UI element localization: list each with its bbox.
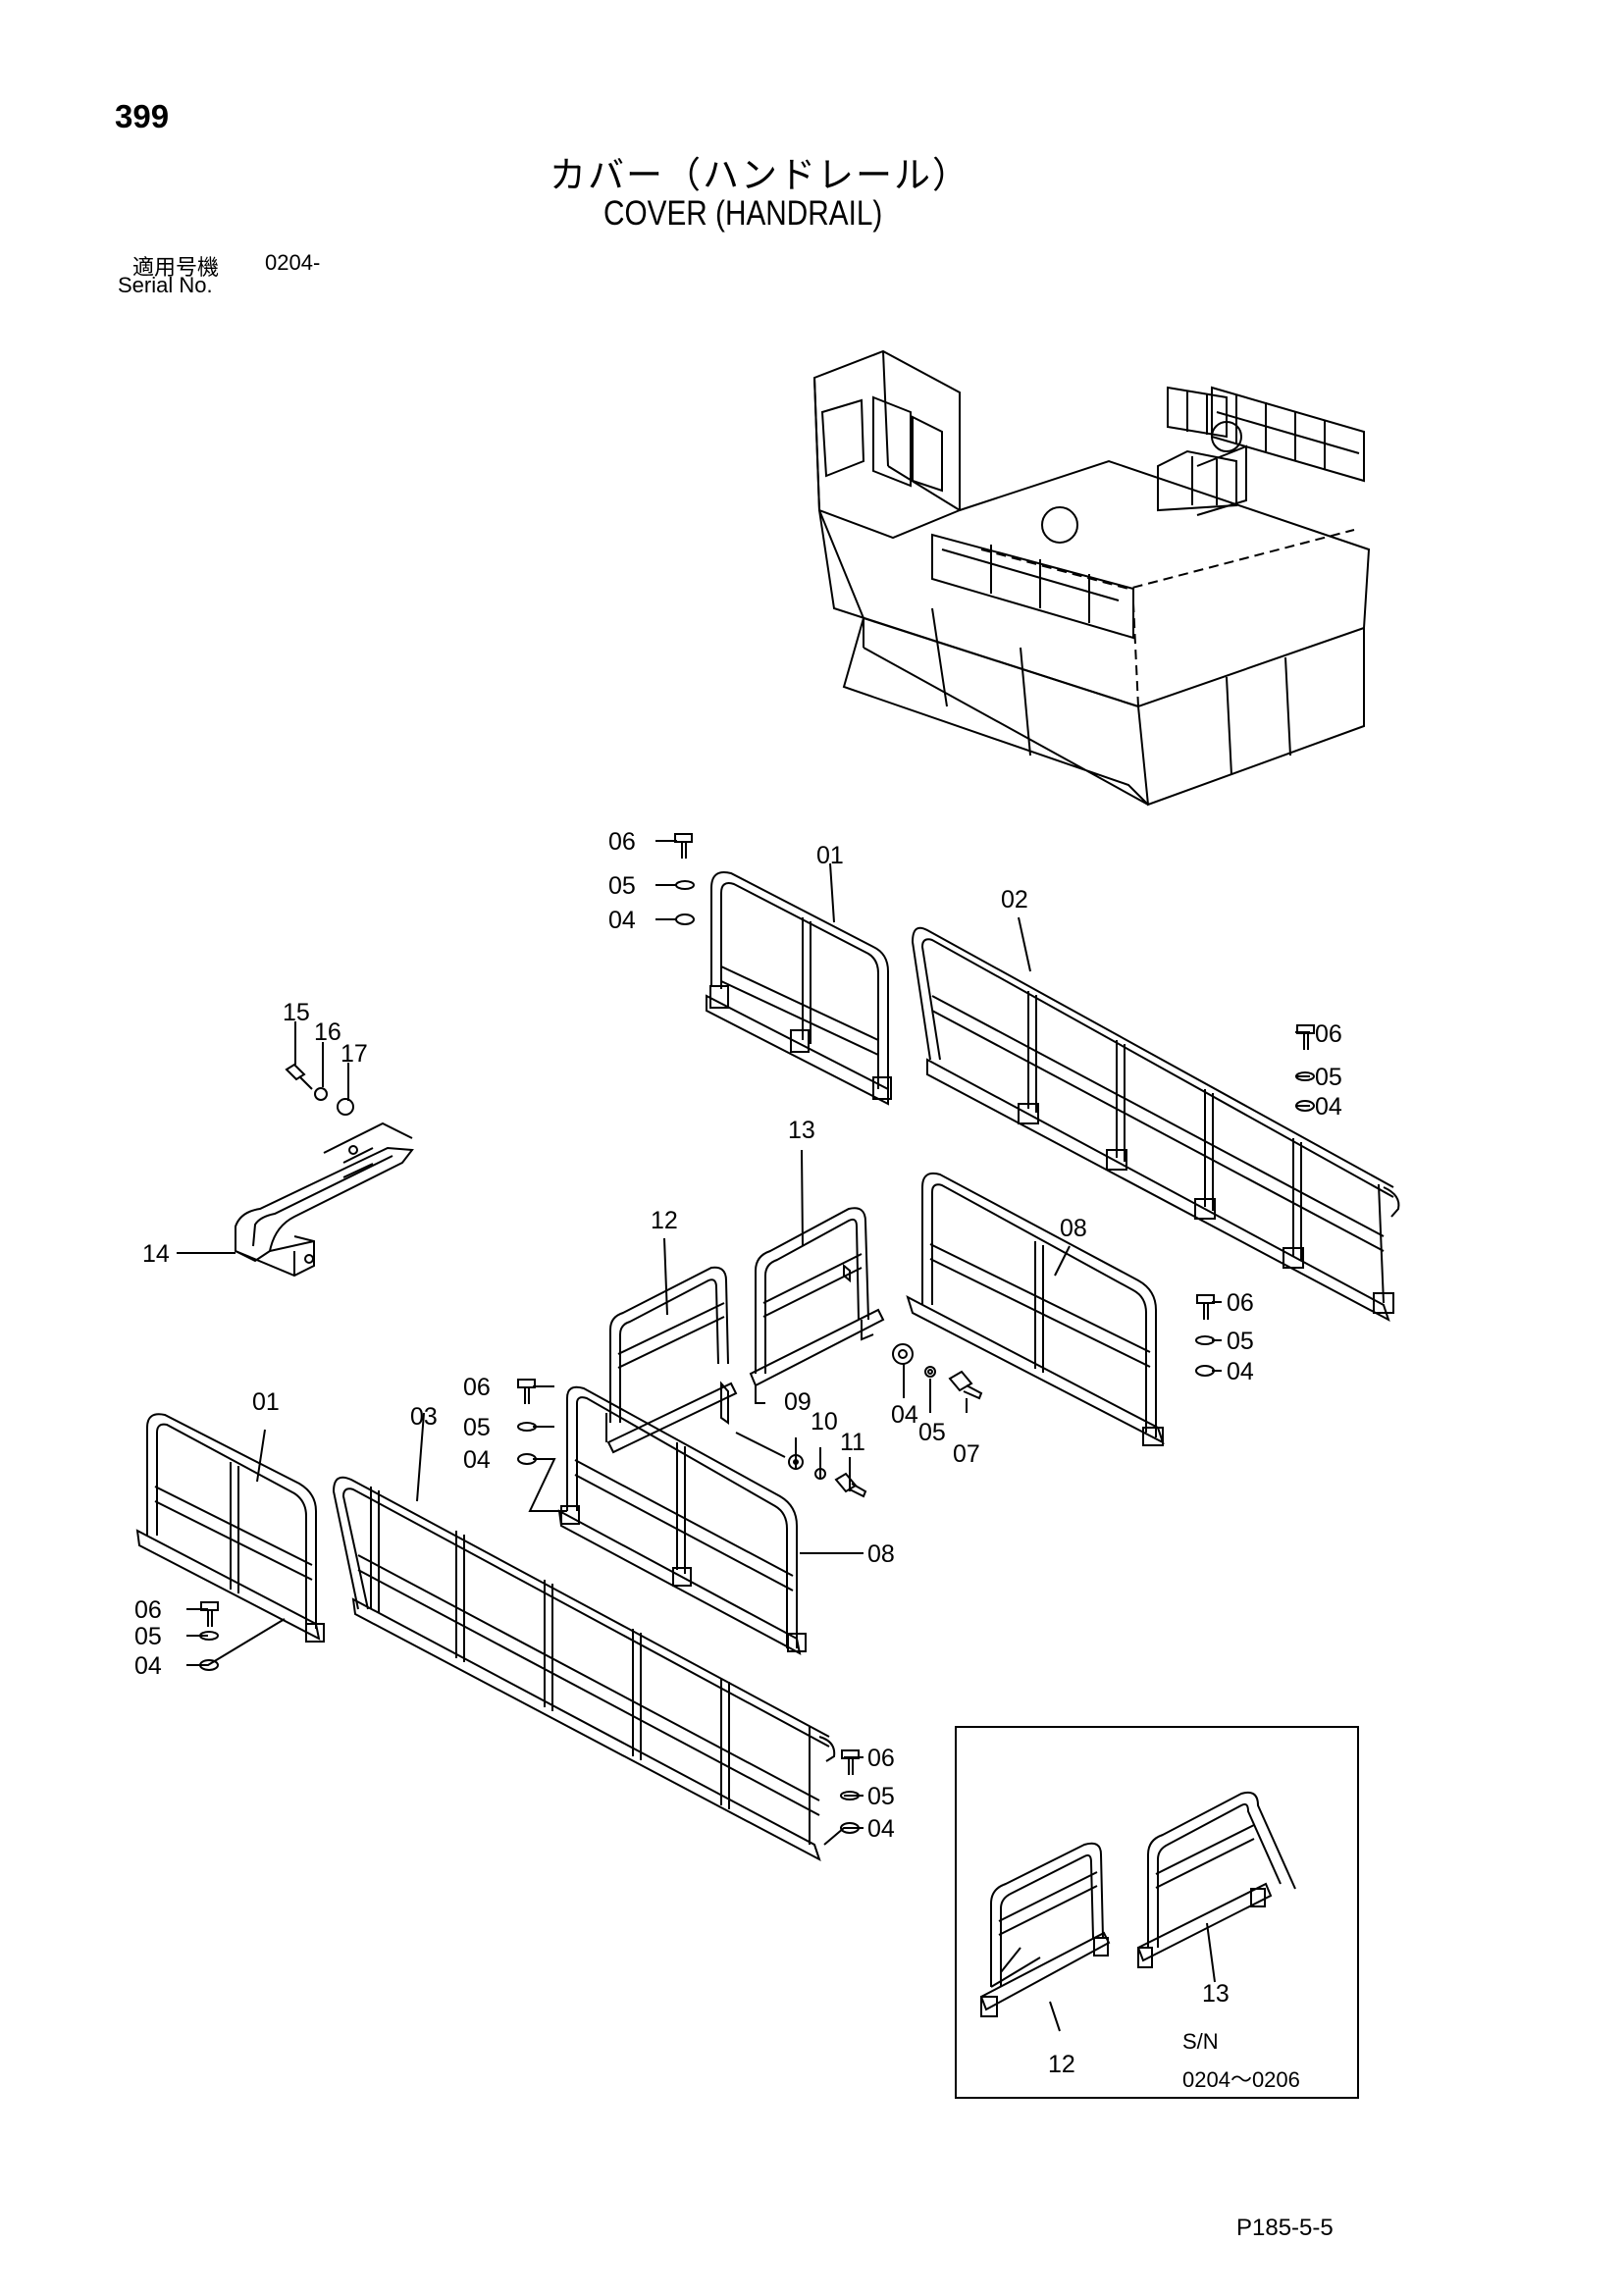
part-12-gate	[605, 1266, 738, 1454]
title-english: COVER (HANDRAIL)	[603, 194, 883, 233]
callout-09: 09	[784, 1388, 812, 1416]
part-13-gate	[749, 1207, 885, 1404]
callout-01: 01	[252, 1388, 280, 1416]
center-hardware	[735, 1343, 983, 1498]
callout-05: 05	[463, 1414, 491, 1441]
callout-15: 15	[283, 999, 310, 1026]
callout-06: 06	[608, 828, 636, 856]
machine-overview-illustration	[812, 349, 1371, 807]
callout-06: 06	[1227, 1289, 1254, 1317]
serial-label-english: Serial No.	[118, 273, 213, 297]
page-reference: P185-5-5	[1236, 2215, 1334, 2241]
part-08-lower-handrail	[557, 1385, 807, 1655]
serial-label-japanese: 適用号機	[132, 256, 220, 281]
callout-05: 05	[134, 1623, 162, 1650]
callout-04: 04	[1227, 1358, 1254, 1385]
part-02-long-handrail	[911, 926, 1400, 1323]
callout-05: 05	[918, 1419, 946, 1446]
callout-04: 04	[134, 1652, 162, 1680]
callout-01: 01	[816, 842, 844, 869]
callout-13: 13	[788, 1117, 815, 1144]
inset-sn-label: S/N	[1182, 2029, 1219, 2054]
callout-12: 12	[651, 1207, 678, 1234]
inset-sn-range: 0204～0206	[1182, 2067, 1300, 2092]
callout-04: 04	[608, 907, 636, 934]
callout-08: 08	[1060, 1215, 1087, 1242]
callout-12: 12	[1048, 2051, 1075, 2078]
callout-06: 06	[867, 1745, 895, 1772]
callout-17: 17	[340, 1040, 368, 1068]
inset-alternate-gates	[979, 1791, 1296, 2017]
callout-16: 16	[314, 1018, 341, 1046]
callout-04: 04	[463, 1446, 491, 1474]
callout-08: 08	[867, 1540, 895, 1568]
serial-value: 0204-	[265, 250, 321, 275]
callout-03: 03	[410, 1403, 438, 1431]
callout-labels: 01 02 06 05 04 06 05 04 15 16 17 14 13 1…	[134, 828, 1342, 2078]
callout-05: 05	[608, 872, 636, 900]
fastener-glyphs	[199, 833, 1315, 1834]
callout-04: 04	[1315, 1093, 1342, 1121]
title-japanese: カバー（ハンドレール）	[550, 154, 970, 196]
part-01-lower-handrail	[135, 1413, 325, 1643]
part-01-upper-handrail	[706, 871, 892, 1106]
callout-06: 06	[463, 1374, 491, 1401]
callout-11: 11	[840, 1429, 865, 1456]
callout-04: 04	[867, 1815, 895, 1843]
part-08-upper-handrail	[906, 1172, 1165, 1446]
callout-10: 10	[811, 1408, 838, 1435]
callout-13: 13	[1202, 1980, 1230, 2008]
callout-05: 05	[867, 1783, 895, 1810]
callout-02: 02	[1001, 886, 1028, 913]
part-03-long-handrail	[332, 1476, 836, 1862]
callout-06: 06	[134, 1596, 162, 1624]
callout-04: 04	[891, 1401, 918, 1429]
callout-05: 05	[1315, 1064, 1342, 1091]
inset-labels: S/N 0204～0206	[1182, 2029, 1300, 2092]
part-14-bracket	[235, 1063, 414, 1278]
callout-07: 07	[953, 1440, 980, 1468]
page-number: 399	[115, 98, 170, 134]
callout-05: 05	[1227, 1328, 1254, 1355]
inset-frame	[955, 1726, 1359, 2099]
leader-lines	[177, 840, 1310, 2032]
callout-06: 06	[1315, 1020, 1342, 1048]
callout-14: 14	[142, 1240, 170, 1268]
